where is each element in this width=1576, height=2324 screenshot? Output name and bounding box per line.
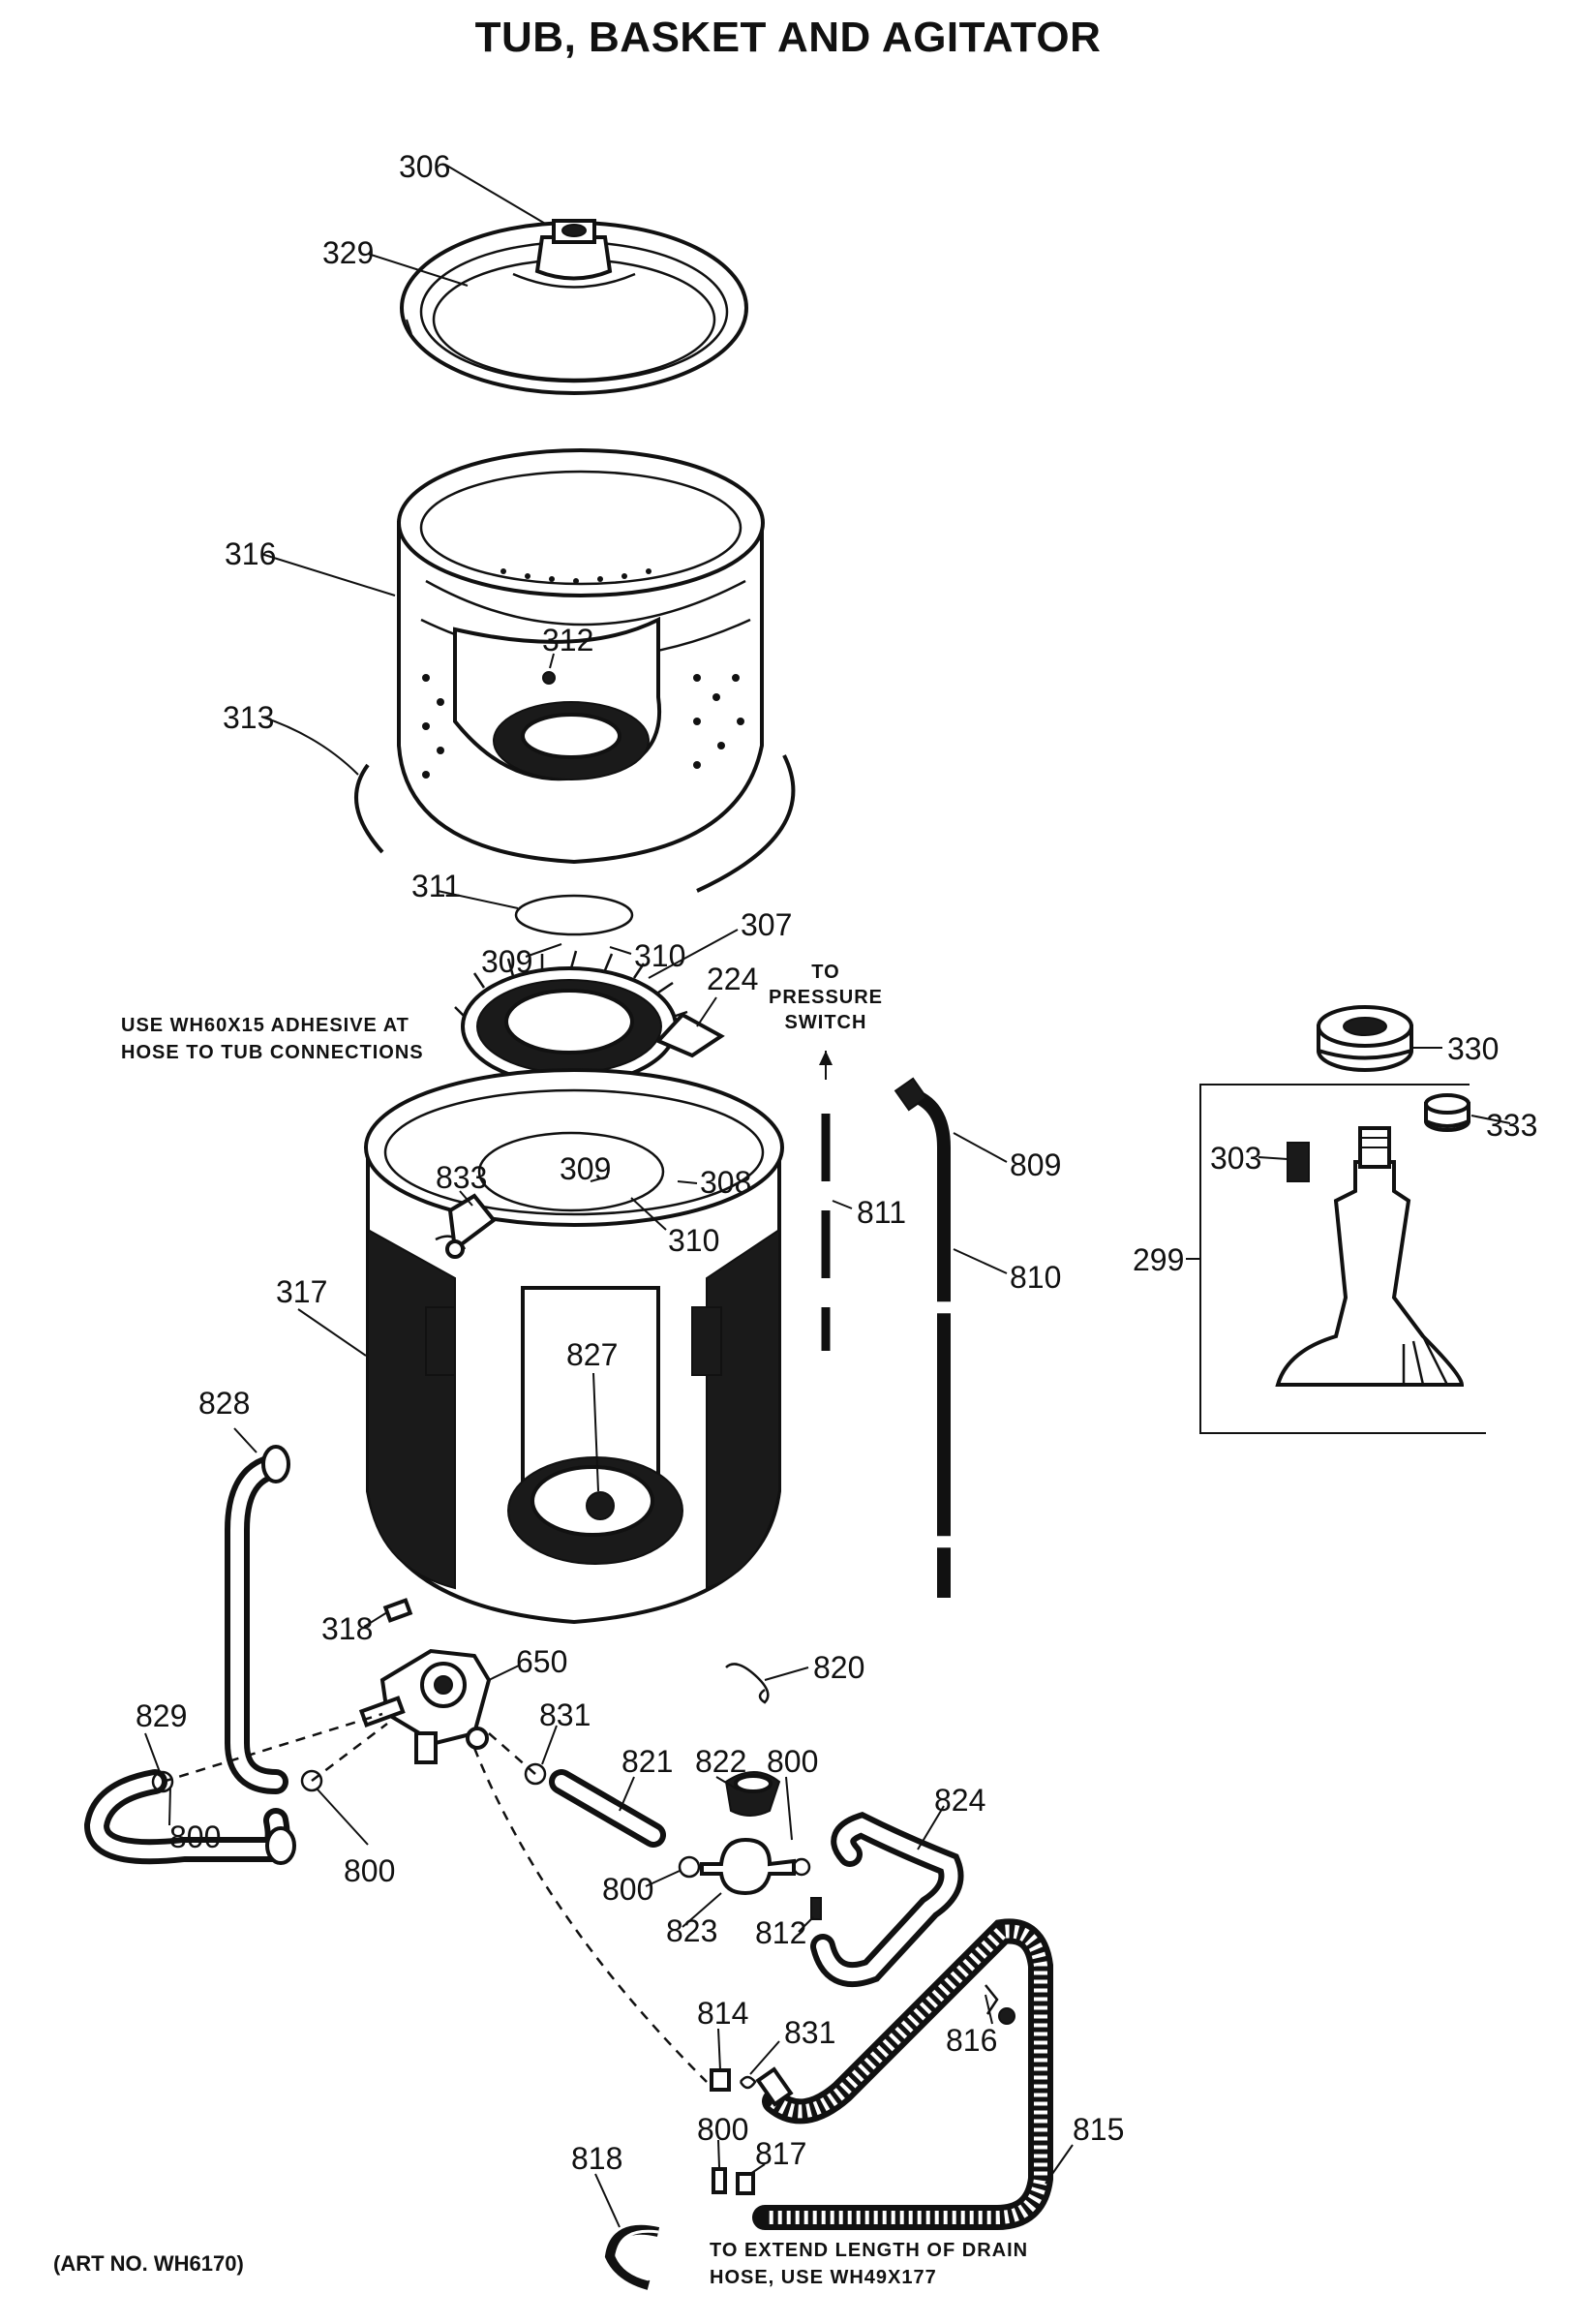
label-829: 829 [136, 1698, 187, 1733]
label-333: 333 [1486, 1108, 1537, 1143]
label-309a: 309 [481, 944, 532, 979]
label-309b: 309 [560, 1151, 611, 1186]
clamp-311 [514, 894, 634, 936]
pressure-hose-811 [819, 1051, 833, 1351]
hose-824 [810, 1811, 964, 1987]
clip-318 [382, 1598, 413, 1623]
page-title: TUB, BASKET AND AGITATOR [474, 14, 1102, 61]
small-fittings [710, 2068, 757, 2195]
spring-clip-820 [725, 1663, 770, 1704]
outer-tub [364, 1068, 784, 1625]
drain-hose-815 [752, 1918, 1053, 2230]
label-828: 828 [198, 1386, 250, 1421]
bolt-303 [1287, 1142, 1310, 1182]
fabric-softener-dispenser-330 [1317, 1005, 1413, 1072]
label-821: 821 [621, 1744, 673, 1779]
dashed-connection-lines [162, 1712, 708, 2083]
label-317: 317 [276, 1274, 327, 1309]
pressure-tube-810 [894, 1077, 951, 1598]
hose-828 [225, 1445, 290, 1794]
clamp-833 [445, 1193, 497, 1259]
drain-element-224 [654, 1012, 725, 1058]
basket-perforations [422, 568, 744, 779]
clamps-800-left [151, 1762, 547, 1793]
note-pressure-line1: TO [811, 962, 839, 983]
label-308: 308 [700, 1165, 751, 1200]
agitator-cap [512, 219, 636, 289]
hanger-816 [985, 1984, 1015, 2025]
label-318: 318 [321, 1611, 373, 1646]
art-number: (ART NO. WH6170) [53, 2251, 244, 2276]
clamp-818 [604, 2224, 660, 2290]
label-831a: 831 [539, 1697, 591, 1732]
label-812: 812 [755, 1915, 806, 1950]
label-313: 313 [223, 700, 274, 735]
label-809: 809 [1010, 1147, 1061, 1182]
label-306: 306 [399, 149, 450, 184]
label-311: 311 [411, 869, 461, 903]
balance-ring-seal [354, 754, 796, 893]
label-818: 818 [571, 2141, 622, 2176]
note-drain-line1: TO EXTEND LENGTH OF DRAIN [710, 2240, 1028, 2261]
label-831b: 831 [784, 2015, 835, 2050]
label-800e: 800 [697, 2112, 748, 2147]
label-800a: 800 [767, 1744, 818, 1779]
note-pressure-line2: PRESSURE [769, 987, 883, 1008]
label-820: 820 [813, 1650, 864, 1685]
basket [397, 448, 765, 865]
label-814: 814 [697, 1996, 748, 2031]
label-810: 810 [1010, 1260, 1061, 1295]
label-822: 822 [695, 1744, 746, 1779]
label-823: 823 [666, 1913, 717, 1948]
label-307: 307 [741, 907, 792, 942]
label-811: 811 [857, 1195, 906, 1230]
label-817: 817 [755, 2136, 806, 2171]
cap-333 [1424, 1093, 1470, 1132]
leader-lines [144, 164, 1511, 2228]
label-310a: 310 [634, 938, 685, 973]
tub-seal-307 [454, 950, 688, 1086]
label-329: 329 [322, 235, 374, 270]
label-815: 815 [1073, 2112, 1124, 2147]
label-650: 650 [516, 1644, 567, 1679]
label-816: 816 [946, 2023, 997, 2058]
label-316: 316 [225, 536, 276, 571]
label-824: 824 [934, 1783, 985, 1818]
check-valve-822 [724, 1771, 781, 1817]
label-800b: 800 [169, 1819, 221, 1854]
label-330: 330 [1447, 1031, 1499, 1066]
hose-821 [549, 1769, 666, 1848]
note-adhesive-line2: HOSE TO TUB CONNECTIONS [121, 1042, 424, 1063]
agitator-assembly [1199, 1084, 1486, 1434]
part-number-labels: 306 329 316 312 313 311 307 309 310 224 … [136, 149, 1537, 2176]
label-299: 299 [1133, 1242, 1184, 1277]
note-adhesive-line1: USE WH60X15 ADHESIVE AT [121, 1015, 409, 1036]
label-310b: 310 [668, 1223, 719, 1258]
notes: USE WH60X15 ADHESIVE AT HOSE TO TUB CONN… [53, 962, 1028, 2288]
label-312: 312 [542, 623, 593, 657]
note-drain-line2: HOSE, USE WH49X177 [710, 2267, 937, 2288]
note-pressure-line3: SWITCH [785, 1012, 867, 1033]
label-827: 827 [566, 1337, 618, 1372]
label-224: 224 [707, 962, 758, 996]
pump [358, 1648, 492, 1764]
label-833: 833 [436, 1160, 487, 1195]
label-800c: 800 [344, 1853, 395, 1888]
connector-823 [678, 1837, 811, 1896]
label-800d: 800 [602, 1872, 653, 1907]
label-303: 303 [1210, 1141, 1261, 1176]
plug-812 [810, 1897, 822, 1920]
hose-829 [83, 1769, 296, 1865]
